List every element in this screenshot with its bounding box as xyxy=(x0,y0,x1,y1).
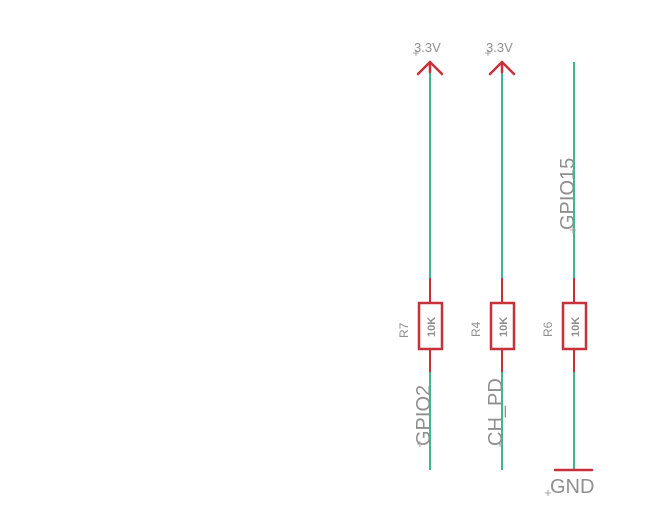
resistor-value: 10K xyxy=(570,317,582,337)
net-label-ch-pd: CH_PD xyxy=(485,378,507,446)
resistor-ref: R6 xyxy=(541,321,555,337)
net-label-gpio2: GPIO2 xyxy=(413,385,435,446)
resistor-r6[interactable] xyxy=(561,301,588,351)
resistor-r4[interactable] xyxy=(489,301,516,351)
resistor-ref: R4 xyxy=(469,321,483,337)
resistor-value: 10K xyxy=(426,317,438,337)
pullup-gpio2: 3.3V 10K R7 GPIO2 xyxy=(397,40,444,470)
ground-label: GND xyxy=(550,476,594,498)
resistor-r7[interactable] xyxy=(417,301,444,351)
pullup-ch-pd: 3.3V 10K R4 CH_PD xyxy=(469,40,516,470)
supply-label: 3.3V xyxy=(486,40,513,55)
supply-label: 3.3V xyxy=(414,40,441,55)
pulldown-gpio15: GPIO15 10K R6 GND xyxy=(541,62,594,498)
resistor-value: 10K xyxy=(498,317,510,337)
net-label-gpio15: GPIO15 xyxy=(557,158,579,230)
resistor-ref: R7 xyxy=(397,322,411,338)
